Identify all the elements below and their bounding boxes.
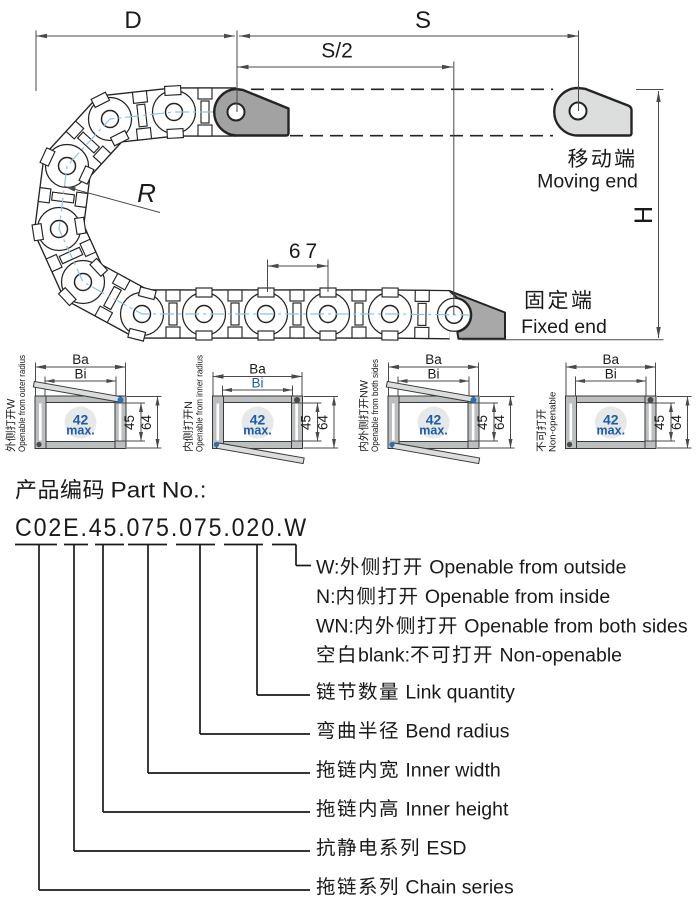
svg-text:64: 64 <box>139 415 154 431</box>
svg-text:45: 45 <box>299 415 314 430</box>
svg-text:Non-openable: Non-openable <box>548 392 559 452</box>
svg-text:Link quantity: Link quantity <box>405 682 515 704</box>
svg-text:42: 42 <box>426 412 442 428</box>
svg-text:max.: max. <box>243 424 272 438</box>
svg-text:Ba: Ba <box>603 352 620 367</box>
svg-text:blank:: blank: <box>358 645 410 667</box>
svg-text:Inner width: Inner width <box>405 760 500 782</box>
svg-text:W: W <box>6 398 18 409</box>
svg-text:64: 64 <box>316 415 331 431</box>
svg-text:N: N <box>183 401 195 409</box>
svg-text:42: 42 <box>73 412 89 428</box>
svg-text:Openable from inside: Openable from inside <box>425 586 610 608</box>
svg-text:67: 67 <box>289 240 322 263</box>
svg-text:Inner height: Inner height <box>405 799 509 821</box>
svg-text:45: 45 <box>475 415 490 430</box>
svg-text:Ba: Ba <box>249 362 266 377</box>
svg-text:Ba: Ba <box>72 352 89 367</box>
svg-text:R: R <box>137 178 156 208</box>
svg-text:Openable from outside: Openable from outside <box>429 557 626 579</box>
svg-text:max.: max. <box>597 424 626 438</box>
svg-text:H: H <box>630 206 658 224</box>
svg-text:64: 64 <box>492 415 507 431</box>
svg-text:Fixed end: Fixed end <box>521 316 607 338</box>
svg-text:45: 45 <box>652 415 667 430</box>
svg-text:ESD: ESD <box>426 838 466 860</box>
svg-text:Bi: Bi <box>605 367 617 382</box>
svg-text:max.: max. <box>66 424 95 438</box>
svg-text:Ba: Ba <box>425 352 442 367</box>
svg-text:42: 42 <box>250 412 266 428</box>
svg-text:Bi: Bi <box>427 367 439 382</box>
svg-text:64: 64 <box>669 415 684 431</box>
svg-text:WN:: WN: <box>316 616 354 638</box>
svg-text:45: 45 <box>122 415 137 430</box>
svg-text:S/2: S/2 <box>321 40 353 63</box>
svg-text:C02E.45.075.075.020.W: C02E.45.075.075.020.W <box>15 514 308 542</box>
svg-text:Openable from both sides: Openable from both sides <box>370 359 381 452</box>
svg-text:W:: W: <box>316 557 339 579</box>
svg-text:Openable from both sides: Openable from both sides <box>464 616 688 638</box>
svg-text:Part No.:: Part No.: <box>111 478 207 503</box>
svg-text:S: S <box>415 7 431 34</box>
svg-text:max.: max. <box>419 424 448 438</box>
svg-text:Openable from inner radius: Openable from inner radius <box>195 355 206 452</box>
svg-text:Moving end: Moving end <box>537 171 638 193</box>
svg-text:D: D <box>124 7 141 34</box>
svg-text:Chain series: Chain series <box>405 877 514 899</box>
svg-text:42: 42 <box>603 412 619 428</box>
svg-text:Openable from outer radius: Openable from outer radius <box>17 355 28 452</box>
svg-text:Non-openable: Non-openable <box>500 645 623 667</box>
svg-text:NW: NW <box>359 379 371 398</box>
svg-text:Bend radius: Bend radius <box>405 721 509 743</box>
svg-text:Bi: Bi <box>251 376 263 391</box>
svg-text:Bi: Bi <box>74 367 86 382</box>
svg-text:N:: N: <box>316 586 336 608</box>
